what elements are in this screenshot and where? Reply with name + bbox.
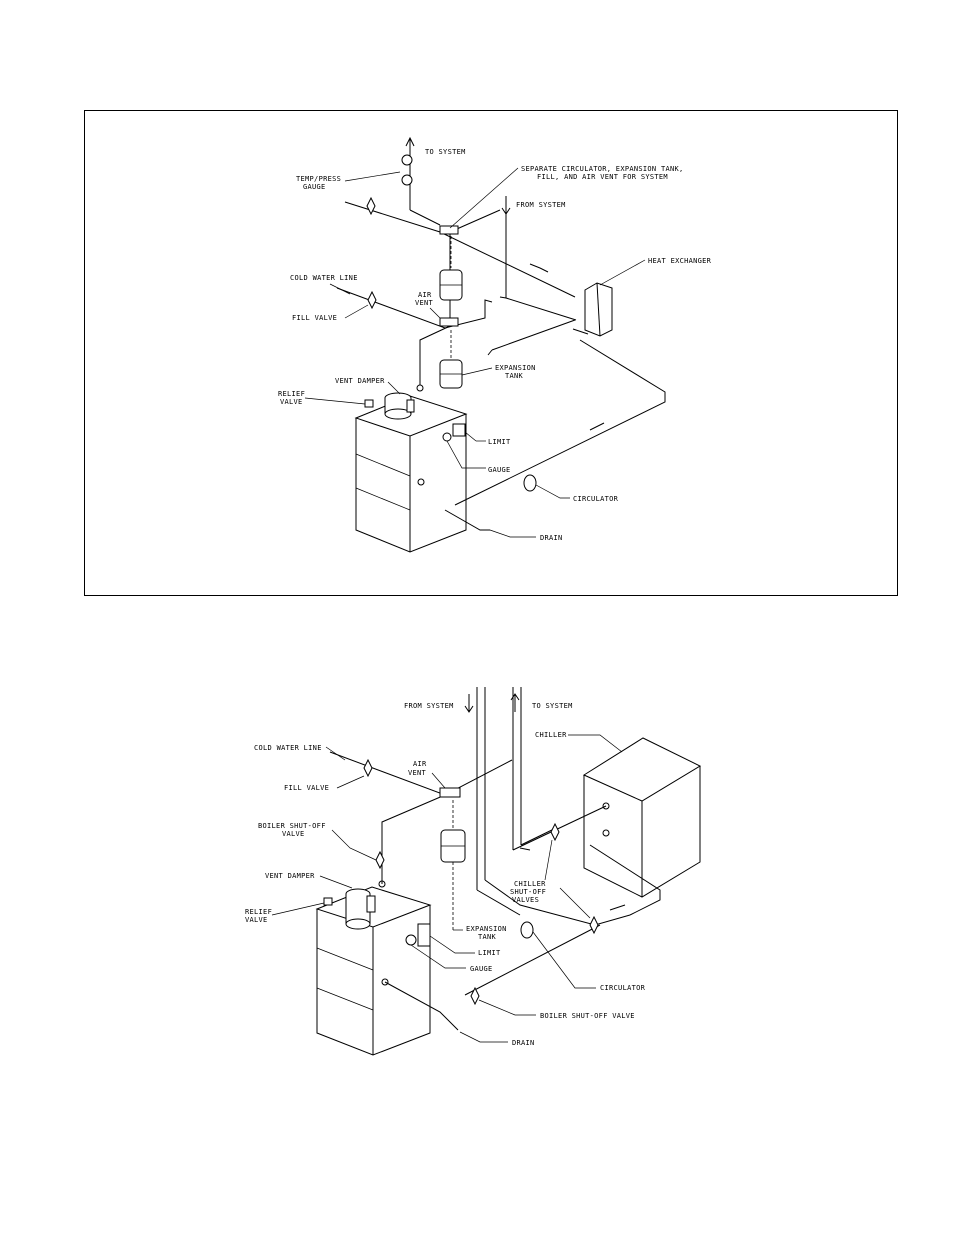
label-relief-b: RELIEF: [245, 908, 272, 916]
label-cold-water-line: COLD WATER LINE: [290, 274, 358, 282]
label-chiller-shutoff-3: VALVES: [512, 896, 539, 904]
label-boiler-shutoff-valve-b: BOILER SHUT-OFF VALVE: [540, 1012, 635, 1020]
label-relief-valve-b: VALVE: [245, 916, 268, 924]
figure-heat-exchanger-piping: [84, 110, 898, 596]
label-gauge-b: GAUGE: [470, 965, 493, 973]
label-relief: RELIEF: [278, 390, 305, 398]
chiller: [582, 737, 702, 898]
label-cold-water-line-b: COLD WATER LINE: [254, 744, 322, 752]
label-temp-press: TEMP/PRESS: [296, 175, 341, 183]
label-limit-b: LIMIT: [478, 949, 501, 957]
label-separate-circulator-2: FILL, AND AIR VENT FOR SYSTEM: [537, 173, 668, 181]
label-relief-valve: VALVE: [280, 398, 303, 406]
label-temp-press-gauge: GAUGE: [303, 183, 326, 191]
label-vent-damper: VENT DAMPER: [335, 377, 385, 385]
label-heat-exchanger: HEAT EXCHANGER: [648, 257, 712, 265]
label-chiller-shutoff: CHILLER: [514, 880, 546, 888]
label-gauge: GAUGE: [488, 466, 511, 474]
boiler-top: [354, 384, 468, 553]
label-expansion-b: EXPANSION: [466, 925, 507, 933]
label-fill-valve: FILL VALVE: [292, 314, 337, 322]
label-drain: DRAIN: [540, 534, 563, 542]
label-boiler-shutoff-valve: VALVE: [282, 830, 305, 838]
label-separate-circulator: SEPARATE CIRCULATOR, EXPANSION TANK,: [521, 165, 684, 173]
label-air-vent-b: VENT: [408, 769, 427, 777]
piping-top: [336, 136, 666, 531]
label-air-b: AIR: [413, 760, 427, 768]
label-from-system: FROM SYSTEM: [516, 201, 566, 209]
label-expansion: EXPANSION: [495, 364, 536, 372]
label-drain-b: DRAIN: [512, 1039, 535, 1047]
label-circulator-b: CIRCULATOR: [600, 984, 646, 992]
label-air-vent: VENT: [415, 299, 434, 307]
piping-bottom: [329, 687, 661, 1031]
labels-bottom: FROM SYSTEM TO SYSTEM CHILLER COLD WATER…: [245, 702, 646, 1047]
label-to-system-b: TO SYSTEM: [532, 702, 573, 710]
label-air: AIR: [418, 291, 432, 299]
label-chiller-shutoff-2: SHUT-OFF: [510, 888, 546, 896]
label-circulator: CIRCULATOR: [573, 495, 619, 503]
label-from-system-b: FROM SYSTEM: [404, 702, 454, 710]
label-vent-damper-b: VENT DAMPER: [265, 872, 315, 880]
label-expansion-tank: TANK: [505, 372, 524, 380]
label-fill-valve-b: FILL VALVE: [284, 784, 329, 792]
label-expansion-tank-b: TANK: [478, 933, 497, 941]
labels-top: TO SYSTEM TEMP/PRESS GAUGE SEPARATE CIRC…: [278, 148, 712, 542]
label-limit: LIMIT: [488, 438, 511, 446]
boiler-bottom: [315, 880, 432, 1056]
label-to-system: TO SYSTEM: [425, 148, 466, 156]
label-chiller: CHILLER: [535, 731, 567, 739]
label-boiler-shutoff: BOILER SHUT-OFF: [258, 822, 326, 830]
